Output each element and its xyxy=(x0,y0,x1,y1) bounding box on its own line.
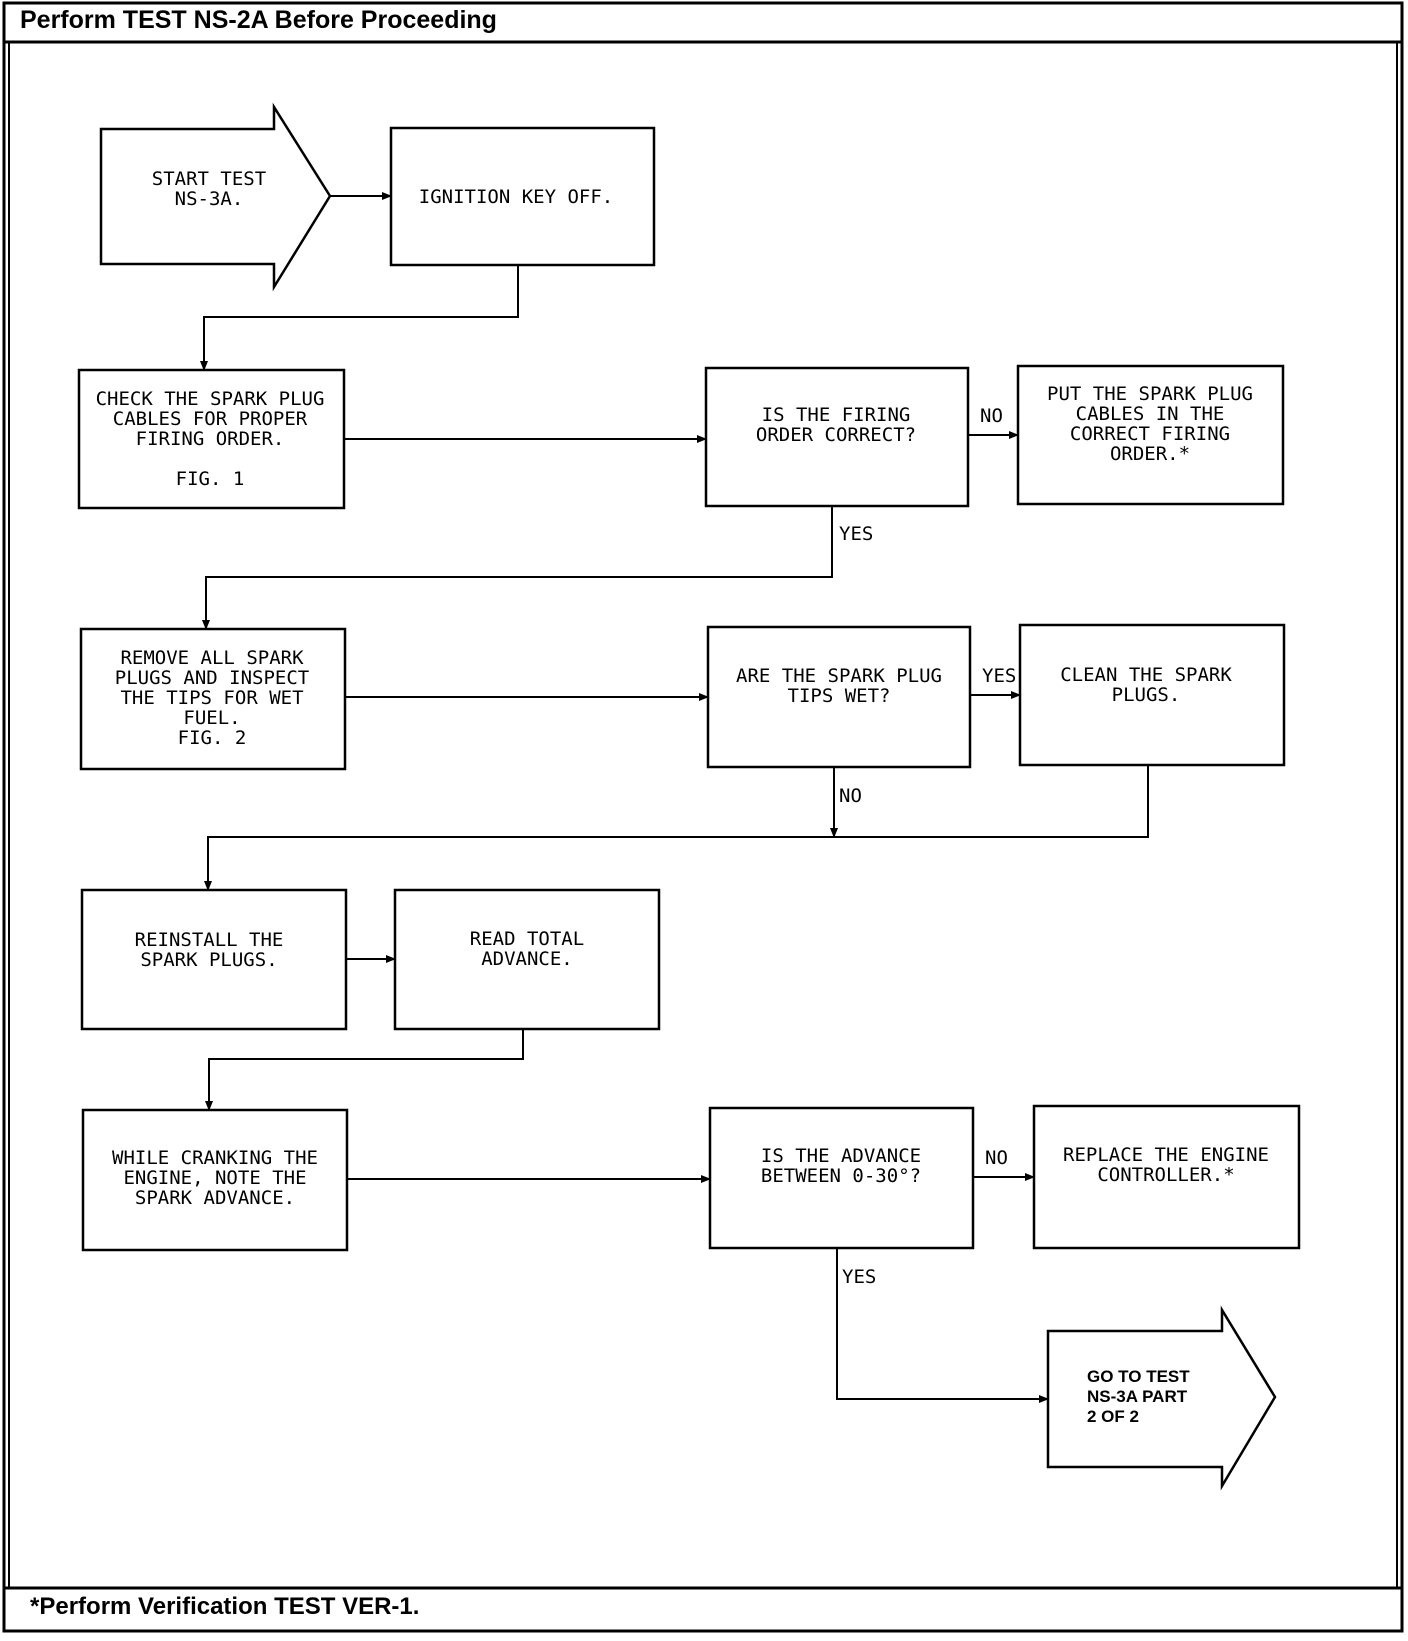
box-put-cables-correct-order xyxy=(1016,364,1285,506)
box-reinstall-spark-plugs xyxy=(80,888,348,1031)
box-read-total-advance xyxy=(393,888,661,1031)
box-replace-engine-controller xyxy=(1032,1104,1301,1250)
connector-to-reinstall xyxy=(204,836,834,891)
decision-firing-order xyxy=(704,366,970,508)
label-yes-2: YES xyxy=(982,665,1016,687)
connector-ignition-to-check xyxy=(200,265,519,371)
end-arrow-shape xyxy=(1046,1305,1277,1491)
page-title: Perform TEST NS-2A Before Proceeding xyxy=(20,6,497,34)
label-no-2: NO xyxy=(839,785,862,807)
connector-decision1-yes xyxy=(202,506,833,630)
footer-note: *Perform Verification TEST VER-1. xyxy=(30,1593,420,1620)
box-clean-spark-plugs xyxy=(1018,623,1286,767)
decision-plug-tips-wet xyxy=(706,625,972,769)
label-yes-3: YES xyxy=(842,1266,876,1288)
label-yes-1: YES xyxy=(839,523,873,545)
connector-clean-return xyxy=(834,765,1149,838)
label-no-3: NO xyxy=(985,1147,1008,1169)
connector-decision3-yes xyxy=(836,1248,1049,1403)
box-remove-spark-plugs xyxy=(79,627,347,771)
start-arrow-shape xyxy=(99,102,332,292)
box-check-spark-plug-cables xyxy=(77,368,346,510)
ignition-text: IGNITION KEY OFF. xyxy=(419,186,613,208)
connector-read-to-note xyxy=(205,1029,524,1111)
branch-labels: NO YES YES NO NO YES xyxy=(839,405,1016,1288)
decision-advance-range xyxy=(708,1106,975,1250)
label-no-1: NO xyxy=(980,405,1003,427)
